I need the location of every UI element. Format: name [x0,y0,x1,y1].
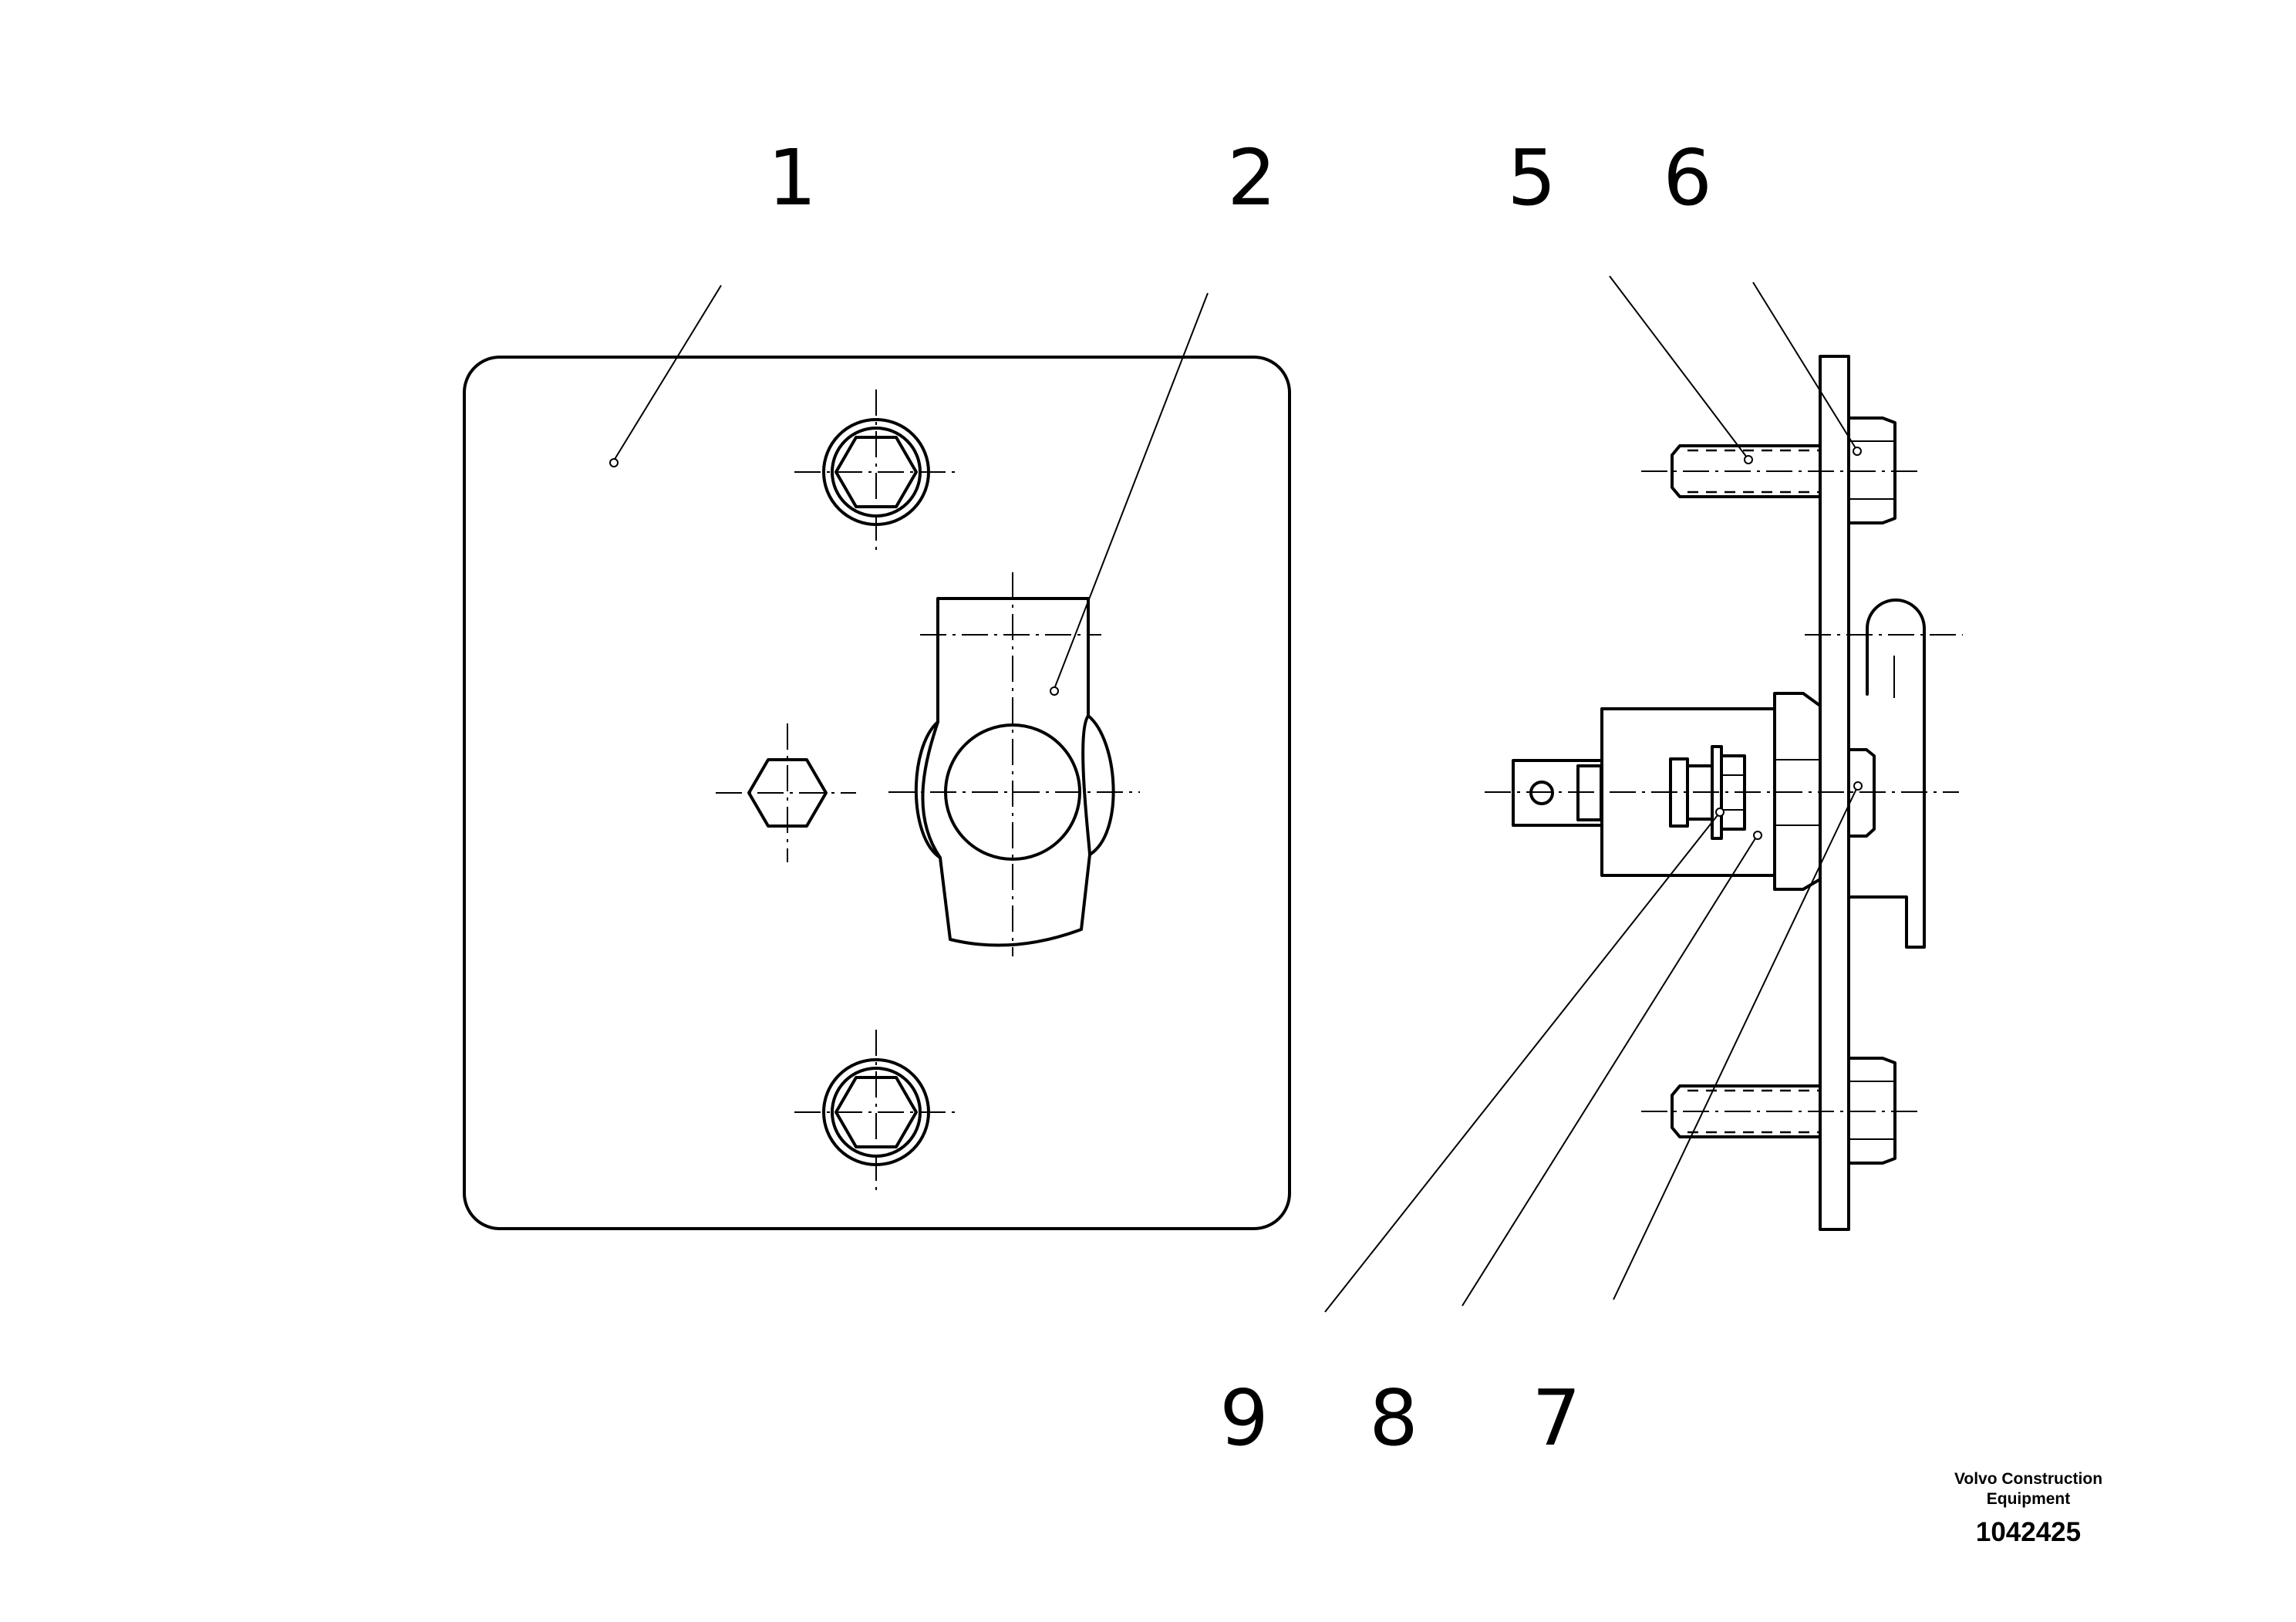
switch-body-side [1485,692,1959,891]
callout-6: 6 [1663,133,1712,223]
upper-bolt-front [794,389,958,555]
switch-key-front [888,572,1140,956]
callout-1: 1 [767,133,817,223]
callout-5: 5 [1507,133,1556,223]
callout-7: 7 [1532,1373,1581,1463]
leader-lines [609,275,1863,1313]
front-view [463,356,1291,1230]
hex-nut-front [716,723,856,862]
callout-9: 9 [1219,1373,1269,1463]
company-name: Volvo Construction Equipment [1954,1470,2103,1508]
drawing-number: 1042425 [1975,1517,2082,1547]
upper-bolt-side [1641,416,1919,524]
side-view [1485,355,1963,1231]
key-handle-side [1805,599,1963,949]
callout-2: 2 [1227,133,1276,223]
title-stamp: Volvo Construction Equipment 1042425 [1913,1469,2144,1548]
callout-8: 8 [1369,1373,1418,1463]
lower-bolt-front [794,1030,958,1195]
lower-bolt-side [1641,1057,1919,1165]
callout-numbers: 1 2 5 6 9 8 7 [767,133,1712,1463]
mounting-plate [463,356,1291,1230]
